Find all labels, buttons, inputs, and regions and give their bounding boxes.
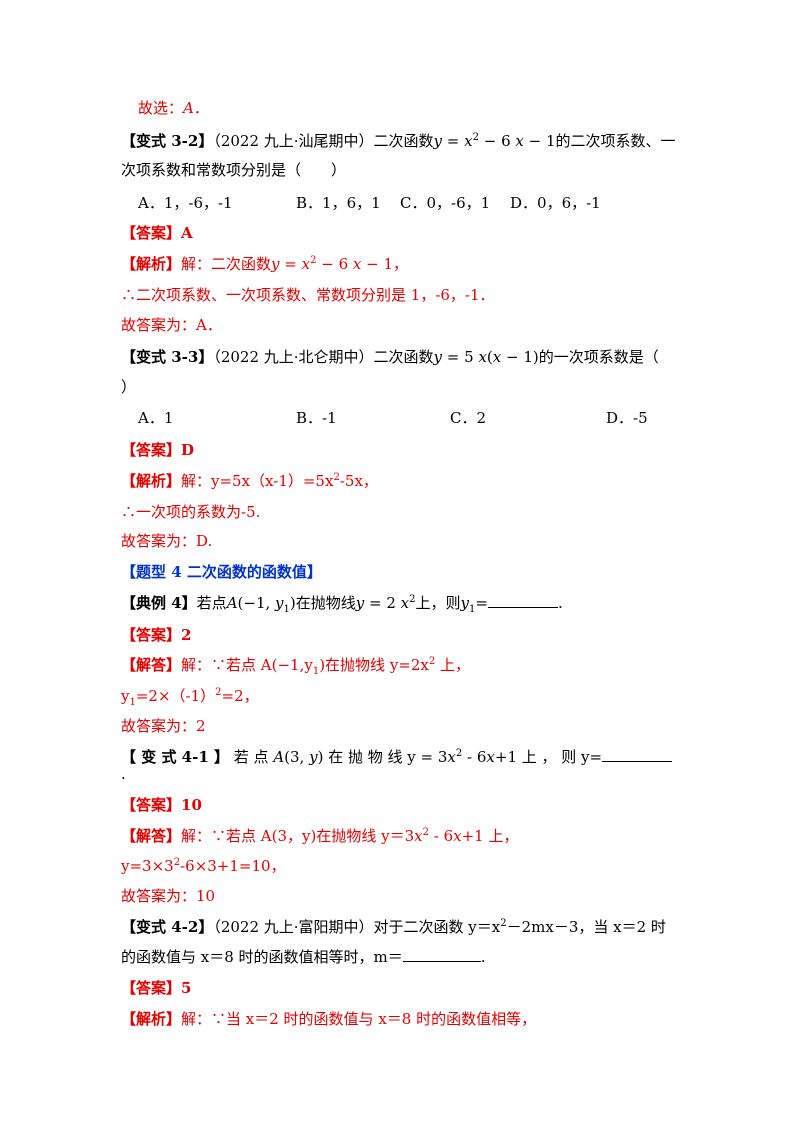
- analysis-4-2: 【解析】解：∵当 x＝2 时的函数值与 x＝8 时的函数值相等，: [121, 1010, 537, 1028]
- option-b: B．-1: [296, 409, 337, 427]
- question-3-2-options: A．1，-6，-1 B．1，6，1 C．0，-6，1 D．0，6，-1: [138, 193, 601, 213]
- answer-4-1: 【答案】10: [121, 796, 202, 814]
- solution-4-1: 【解答】解：∵若点 A(3，y)在抛物线 y＝3x2 - 6x+1 上，: [121, 827, 519, 845]
- analysis-3-2-line3: 故答案为：A．: [121, 316, 222, 334]
- answer-blank[interactable]: [602, 747, 673, 762]
- option-c: C．2: [450, 409, 487, 427]
- question-3-2-line2: 次项系数和常数项分别是（ ）: [121, 161, 347, 179]
- answer-3-2: 【答案】A: [121, 224, 193, 242]
- solution-4-line3: 故答案为：2: [121, 717, 206, 735]
- analysis-3-3: 【解析】解：y=5x（x-1）=5x2-5x，: [121, 472, 378, 490]
- question-3-2: 【变式 3-2】（2022 九上·汕尾期中）二次函数y = x2 − 6 x −…: [121, 132, 676, 150]
- answer-3-3: 【答案】D: [121, 441, 195, 459]
- question-3-3-line2: ）: [121, 378, 137, 396]
- answer-4-2: 【答案】5: [121, 979, 192, 997]
- section-title: 【题型 4 二次函数的函数值】: [121, 563, 322, 581]
- option-d: D．-5: [606, 409, 648, 427]
- analysis-3-3-line2: ∴一次项的系数为-5.: [121, 503, 261, 521]
- question-4-1-dot: .: [121, 765, 126, 783]
- option-b: B．1，6，1: [296, 194, 381, 212]
- question-4-2-line2: 的函数值与 x＝8 时的函数值相等时，m＝.: [121, 947, 486, 966]
- question-3-3-options: A．1 B．-1 C．2 D．-5: [138, 408, 648, 428]
- solution-4-1-line2: y=3×32-6×3+1=10，: [121, 857, 286, 875]
- question-4-1: 【 变 式 4-1 】 若 点 A(3, y) 在 抛 物 线 y = 3x2 …: [121, 747, 673, 767]
- solution-4-line2: y1=2×（-1）2=2，: [121, 687, 259, 708]
- answer-blank[interactable]: [402, 947, 481, 962]
- question-3-3: 【变式 3-3】（2022 九上·北仑期中）二次函数y = 5 x(x − 1)…: [121, 348, 659, 366]
- answer-conclusion: 故选：A．: [138, 99, 209, 117]
- analysis-3-2: 【解析】解：二次函数y = x2 − 6 x − 1，: [121, 255, 409, 273]
- answer-4: 【答案】2: [121, 626, 192, 644]
- solution-4-1-line3: 故答案为：10: [121, 887, 216, 905]
- option-d: D．0，6，-1: [510, 194, 601, 212]
- example-4: 【典例 4】若点A(−1, y1)在抛物线y = 2 x2上，则y1=.: [121, 593, 563, 615]
- question-4-2: 【变式 4-2】（2022 九上·富阳期中）对于二次函数 y＝x2－2mx－3，…: [121, 918, 666, 936]
- solution-4: 【解答】解：∵若点 A(−1,y1)在抛物线 y=2x2 上，: [121, 656, 471, 677]
- answer-blank[interactable]: [487, 593, 558, 608]
- analysis-3-2-line2: ∴二次项系数、一次项系数、常数项分别是 1，-6，-1．: [121, 286, 495, 304]
- option-a: A．1，-6，-1: [138, 194, 233, 212]
- option-a: A．1: [138, 409, 174, 427]
- option-c: C．0，-6，1: [400, 194, 491, 212]
- analysis-3-3-line3: 故答案为：D.: [121, 532, 213, 550]
